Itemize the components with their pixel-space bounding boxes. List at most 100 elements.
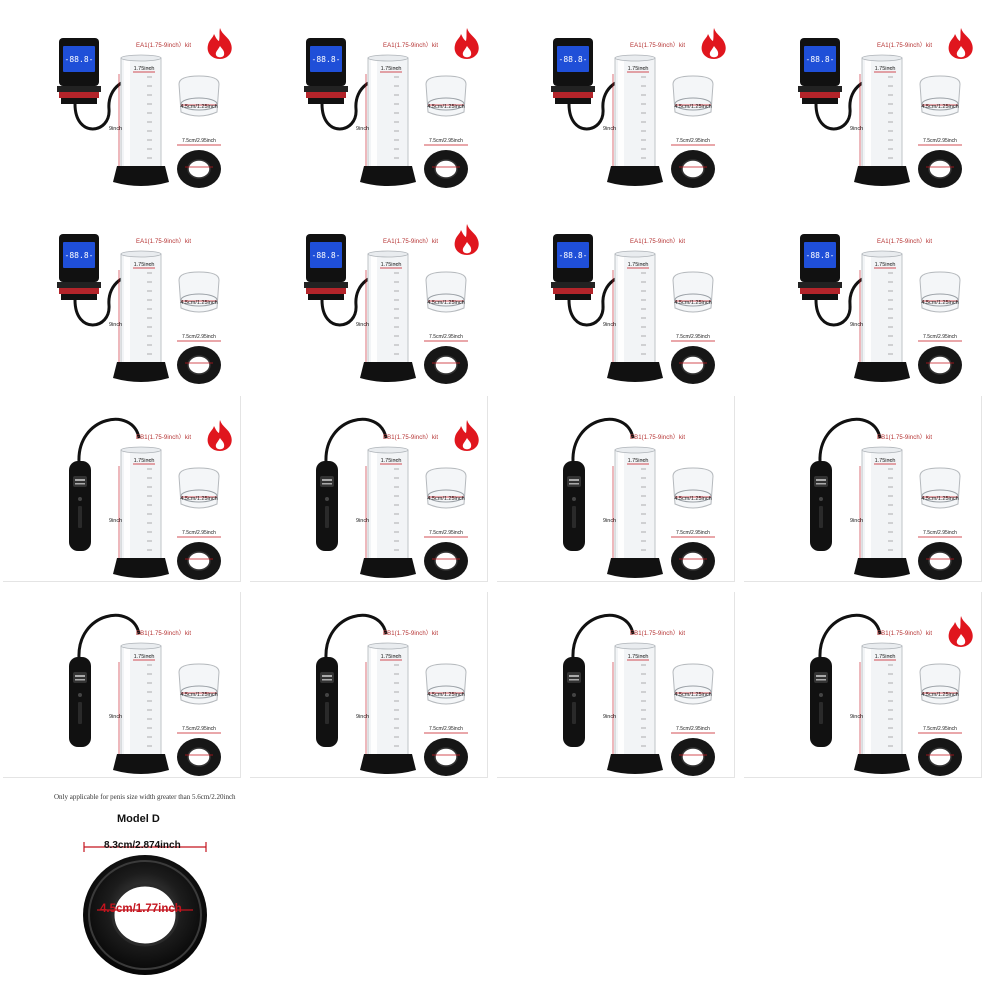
- flame-icon: [452, 26, 482, 60]
- variant-grid: -88.8- 1.75inch 9inch 4.5cm/1.25inch: [3, 4, 982, 778]
- variant-card[interactable]: -88.8- 1.75inch 9inch 4.5cm/1.25inch: [497, 200, 735, 386]
- flame-icon: [452, 418, 482, 452]
- screen-digits: -88.8-: [806, 55, 835, 64]
- tube-top-label: 1.75inch: [875, 654, 896, 660]
- ring-size-label: 7.5cm/2.95inch: [429, 334, 463, 340]
- ring-size-label: 7.5cm/2.95inch: [923, 334, 957, 340]
- cup-size-label: 4.5cm/1.25inch: [674, 692, 711, 698]
- cup-size-label: 4.5cm/1.25inch: [921, 496, 958, 502]
- lcd-pump-kit-illustration: -88.8- 1.75inch 9inch 4.5cm/1.25inch: [57, 38, 221, 188]
- cup-size-label: 4.5cm/1.25inch: [427, 104, 464, 110]
- variant-card[interactable]: 1.75inch 9inch 4.5cm/1.25inch 7.5cm/2.95…: [497, 592, 735, 778]
- tube-length-label: 9inch: [356, 714, 369, 720]
- flame-icon: [205, 418, 235, 452]
- kit-label: EB1(1.75-9inch）kit: [383, 631, 439, 637]
- flame-icon: [452, 222, 482, 256]
- tube-top-label: 1.75inch: [134, 66, 155, 72]
- model-d-ring-illustration: [83, 842, 207, 975]
- tube-length-label: 9inch: [603, 518, 616, 524]
- ring-size-label: 7.5cm/2.95inch: [182, 726, 216, 732]
- ring-size-label: 7.5cm/2.95inch: [429, 138, 463, 144]
- cup-size-label: 4.5cm/1.25inch: [180, 496, 217, 502]
- flame-icon: [946, 26, 976, 60]
- handheld-pump-kit-illustration: 1.75inch 9inch 4.5cm/1.25inch 7.5cm/2.95…: [69, 613, 221, 776]
- flame-icon: [205, 26, 235, 60]
- tube-length-label: 9inch: [109, 322, 122, 328]
- tube-top-label: 1.75inch: [628, 458, 649, 464]
- variant-card[interactable]: -88.8- 1.75inch 9inch 4.5cm/1.25inch: [744, 200, 982, 386]
- kit-label: EA1(1.75-9inch）kit: [383, 239, 439, 245]
- tube-length-label: 9inch: [109, 518, 122, 524]
- kit-label: EB1(1.75-9inch）kit: [877, 435, 933, 441]
- kit-label: EA1(1.75-9inch）kit: [630, 43, 686, 49]
- variant-card[interactable]: 1.75inch 9inch 4.5cm/1.25inch 7.5cm/2.95…: [3, 396, 241, 582]
- flame-icon: [946, 614, 976, 648]
- kit-label: EA1(1.75-9inch）kit: [383, 43, 439, 49]
- lcd-pump-kit-illustration: -88.8- 1.75inch 9inch 4.5cm/1.25inch: [57, 234, 221, 384]
- variant-card[interactable]: 1.75inch 9inch 4.5cm/1.25inch 7.5cm/2.95…: [3, 592, 241, 778]
- tube-top-label: 1.75inch: [628, 66, 649, 72]
- variant-card[interactable]: -88.8- 1.75inch 9inch 4.5cm/1.25inch: [3, 200, 241, 386]
- kit-label: EB1(1.75-9inch）kit: [136, 631, 192, 637]
- outer-diameter-label: 8.3cm/2.874inch: [104, 840, 181, 851]
- screen-digits: -88.8-: [559, 251, 588, 260]
- variant-card[interactable]: -88.8- 1.75inch 9inch 4.5cm/1.25inch: [497, 4, 735, 190]
- ring-size-label: 7.5cm/2.95inch: [429, 530, 463, 536]
- tube-top-label: 1.75inch: [134, 458, 155, 464]
- ring-size-label: 7.5cm/2.95inch: [676, 530, 710, 536]
- variant-card[interactable]: 1.75inch 9inch 4.5cm/1.25inch 7.5cm/2.95…: [744, 592, 982, 778]
- tube-length-label: 9inch: [356, 126, 369, 132]
- tube-top-label: 1.75inch: [381, 654, 402, 660]
- tube-top-label: 1.75inch: [628, 654, 649, 660]
- tube-length-label: 9inch: [850, 126, 863, 132]
- screen-digits: -88.8-: [806, 251, 835, 260]
- tube-length-label: 9inch: [603, 322, 616, 328]
- tube-length-label: 9inch: [603, 126, 616, 132]
- handheld-pump-kit-illustration: 1.75inch 9inch 4.5cm/1.25inch 7.5cm/2.95…: [810, 613, 962, 776]
- variant-card[interactable]: 1.75inch 9inch 4.5cm/1.25inch 7.5cm/2.95…: [497, 396, 735, 582]
- cup-size-label: 4.5cm/1.25inch: [921, 300, 958, 306]
- model-d-panel: Only applicable for penis size width gre…: [0, 790, 270, 1000]
- tube-length-label: 9inch: [356, 322, 369, 328]
- tube-top-label: 1.75inch: [134, 262, 155, 268]
- variant-card[interactable]: 1.75inch 9inch 4.5cm/1.25inch 7.5cm/2.95…: [250, 592, 488, 778]
- cup-size-label: 4.5cm/1.25inch: [180, 104, 217, 110]
- cup-size-label: 4.5cm/1.25inch: [427, 300, 464, 306]
- cup-size-label: 4.5cm/1.25inch: [921, 104, 958, 110]
- kit-label: EB1(1.75-9inch）kit: [630, 631, 686, 637]
- ring-size-label: 7.5cm/2.95inch: [182, 334, 216, 340]
- cup-size-label: 4.5cm/1.25inch: [427, 692, 464, 698]
- ring-size-label: 7.5cm/2.95inch: [676, 334, 710, 340]
- tube-top-label: 1.75inch: [381, 458, 402, 464]
- variant-card[interactable]: -88.8- 1.75inch 9inch 4.5cm/1.25inch: [250, 200, 488, 386]
- ring-size-label: 7.5cm/2.95inch: [923, 530, 957, 536]
- tube-top-label: 1.75inch: [381, 262, 402, 268]
- screen-digits: -88.8-: [312, 55, 341, 64]
- screen-digits: -88.8-: [65, 55, 94, 64]
- ring-size-label: 7.5cm/2.95inch: [182, 138, 216, 144]
- flame-icon: [699, 26, 729, 60]
- variant-card[interactable]: -88.8- 1.75inch 9inch 4.5cm/1.25inch: [744, 4, 982, 190]
- screen-digits: -88.8-: [312, 251, 341, 260]
- inner-diameter-label: 4.5cm/1.77inch: [100, 903, 182, 915]
- lcd-pump-kit-illustration: -88.8- 1.75inch 9inch 4.5cm/1.25inch: [304, 234, 468, 384]
- variant-card[interactable]: -88.8- 1.75inch 9inch 4.5cm/1.25inch: [250, 4, 488, 190]
- variant-card[interactable]: -88.8- 1.75inch 9inch 4.5cm/1.25inch: [3, 4, 241, 190]
- tube-top-label: 1.75inch: [628, 262, 649, 268]
- screen-digits: -88.8-: [559, 55, 588, 64]
- kit-label: EB1(1.75-9inch）kit: [877, 631, 933, 637]
- lcd-pump-kit-illustration: -88.8- 1.75inch 9inch 4.5cm/1.25inch: [304, 38, 468, 188]
- kit-label: EB1(1.75-9inch）kit: [136, 435, 192, 441]
- kit-label: EB1(1.75-9inch）kit: [383, 435, 439, 441]
- tube-length-label: 9inch: [850, 518, 863, 524]
- variant-card[interactable]: 1.75inch 9inch 4.5cm/1.25inch 7.5cm/2.95…: [744, 396, 982, 582]
- cup-size-label: 4.5cm/1.25inch: [180, 300, 217, 306]
- handheld-pump-kit-illustration: 1.75inch 9inch 4.5cm/1.25inch 7.5cm/2.95…: [69, 417, 221, 580]
- ring-size-label: 7.5cm/2.95inch: [676, 726, 710, 732]
- variant-card[interactable]: 1.75inch 9inch 4.5cm/1.25inch 7.5cm/2.95…: [250, 396, 488, 582]
- lcd-pump-kit-illustration: -88.8- 1.75inch 9inch 4.5cm/1.25inch: [798, 234, 962, 384]
- screen-digits: -88.8-: [65, 251, 94, 260]
- cup-size-label: 4.5cm/1.25inch: [921, 692, 958, 698]
- tube-length-label: 9inch: [356, 518, 369, 524]
- ring-size-label: 7.5cm/2.95inch: [182, 530, 216, 536]
